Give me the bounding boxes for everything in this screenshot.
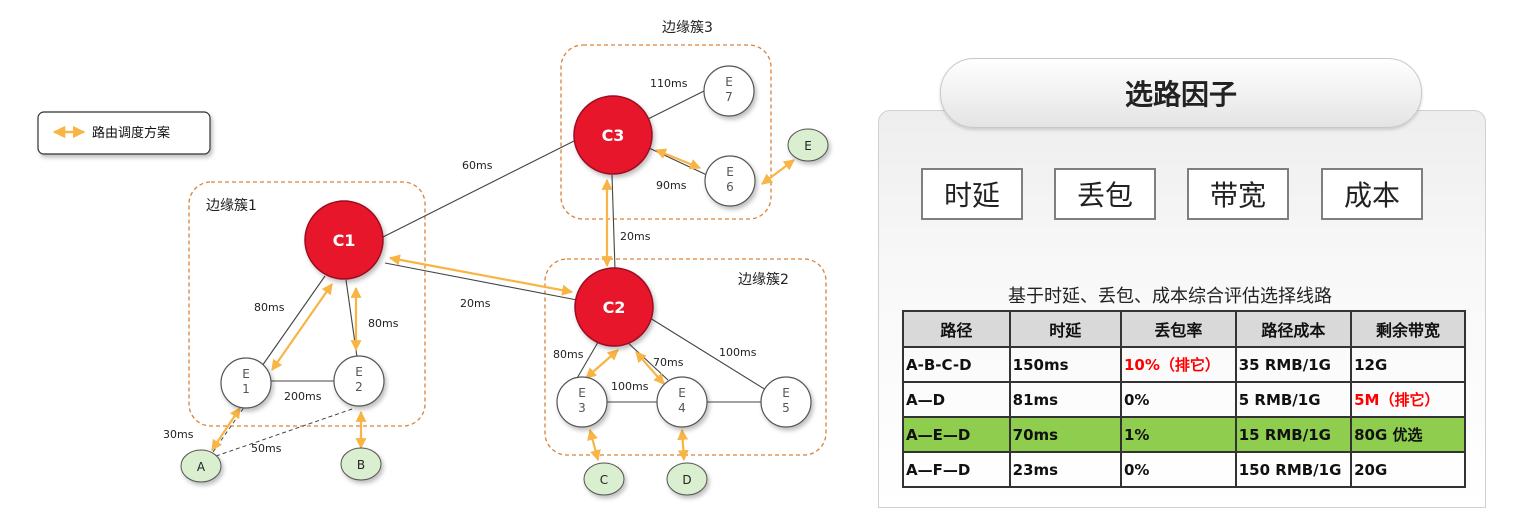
edge-label-c2-e3: 80ms bbox=[553, 348, 584, 361]
svg-text:E: E bbox=[242, 367, 250, 381]
svg-text:C2: C2 bbox=[603, 298, 626, 317]
cell-path: A—F—D bbox=[902, 451, 1011, 488]
route-table: 路径 时延 丢包率 路径成本 剩余带宽 A-B-C-D 150ms 10%（排它… bbox=[902, 310, 1466, 488]
cell-path: A—E—D bbox=[902, 416, 1011, 453]
edge-node-e3[interactable]: E 3 bbox=[556, 376, 608, 428]
factor-latency: 时延 bbox=[921, 168, 1023, 220]
edge-node-e5[interactable]: E 5 bbox=[760, 376, 812, 428]
cell-loss: 10%（排它） bbox=[1119, 346, 1237, 383]
cell-latency: 81ms bbox=[1008, 381, 1122, 418]
cluster-2-label: 边缘簇2 bbox=[738, 272, 789, 288]
svg-text:E: E bbox=[782, 386, 790, 400]
col-header-loss: 丢包率 bbox=[1119, 310, 1237, 348]
route-arrows bbox=[211, 148, 795, 462]
core-node-c1[interactable]: C1 bbox=[304, 200, 384, 280]
svg-text:6: 6 bbox=[726, 180, 734, 194]
table-row: A—D 81ms 0% 5 RMB/1G 5M（排它） bbox=[902, 381, 1466, 418]
edge-label-c3-c2: 20ms bbox=[620, 230, 651, 243]
cluster-1-label: 边缘簇1 bbox=[206, 198, 257, 214]
edge-node-e7[interactable]: E 7 bbox=[703, 65, 755, 117]
svg-text:E: E bbox=[578, 386, 586, 400]
edge-label-c1-c2: 20ms bbox=[460, 297, 491, 310]
svg-text:C1: C1 bbox=[333, 231, 356, 250]
client-node-a[interactable]: A bbox=[180, 449, 222, 483]
legend-box: 路由调度方案 bbox=[37, 111, 211, 155]
cell-bandwidth: 20G bbox=[1350, 451, 1466, 488]
edge-label-c1-e1: 80ms bbox=[254, 301, 285, 314]
cell-loss: 0% bbox=[1119, 381, 1237, 418]
client-node-d[interactable]: D bbox=[666, 462, 708, 496]
table-row: A—F—D 23ms 0% 150 RMB/1G 20G bbox=[902, 451, 1466, 488]
svg-text:E: E bbox=[678, 386, 686, 400]
edge-node-e4[interactable]: E 4 bbox=[656, 376, 708, 428]
edge-label-c3-e6: 90ms bbox=[656, 179, 687, 192]
svg-text:C: C bbox=[600, 473, 608, 487]
network-diagram: 路由调度方案 边缘簇1 边缘簇2 边缘簇3 bbox=[37, 20, 829, 496]
edge-label-e1-e2: 200ms bbox=[284, 390, 322, 403]
col-header-cost: 路径成本 bbox=[1234, 310, 1353, 348]
core-node-c3[interactable]: C3 bbox=[573, 95, 653, 175]
table-row: A-B-C-D 150ms 10%（排它） 35 RMB/1G 12G bbox=[902, 346, 1466, 383]
client-links bbox=[212, 405, 356, 457]
cell-latency: 70ms bbox=[1008, 416, 1122, 453]
svg-text:C3: C3 bbox=[602, 126, 625, 145]
svg-text:2: 2 bbox=[355, 380, 363, 394]
svg-text:E: E bbox=[804, 139, 812, 153]
svg-text:D: D bbox=[682, 473, 691, 487]
svg-text:A: A bbox=[197, 460, 206, 474]
cluster-3-boundary bbox=[560, 44, 772, 220]
table-row-selected: A—E—D 70ms 1% 15 RMB/1G 80G 优选 bbox=[902, 416, 1466, 453]
edge-node-e2[interactable]: E 2 bbox=[333, 355, 385, 407]
edge-label-c1-e2: 80ms bbox=[368, 317, 399, 330]
svg-text:1: 1 bbox=[242, 382, 250, 396]
factor-packet-loss: 丢包 bbox=[1054, 168, 1156, 220]
col-header-latency: 时延 bbox=[1008, 310, 1122, 348]
edge-label-c1-c3: 60ms bbox=[462, 159, 493, 172]
factor-bandwidth: 带宽 bbox=[1187, 168, 1289, 220]
factor-cost: 成本 bbox=[1321, 168, 1423, 220]
cell-path: A—D bbox=[902, 381, 1011, 418]
panel-title: 选路因子 bbox=[940, 58, 1422, 128]
cell-latency: 23ms bbox=[1008, 451, 1122, 488]
cell-bandwidth: 80G 优选 bbox=[1350, 416, 1466, 453]
svg-text:7: 7 bbox=[725, 90, 733, 104]
cell-cost: 150 RMB/1G bbox=[1234, 451, 1353, 488]
svg-text:E: E bbox=[355, 365, 363, 379]
edge-label-c3-e7: 110ms bbox=[650, 77, 688, 90]
cell-loss: 1% bbox=[1119, 416, 1237, 453]
cell-cost: 35 RMB/1G bbox=[1234, 346, 1353, 383]
cell-bandwidth: 5M（排它） bbox=[1350, 381, 1466, 418]
edge-label-c2-e5: 100ms bbox=[719, 346, 757, 359]
edge-label-c2-e4: 70ms bbox=[653, 356, 684, 369]
col-header-bandwidth: 剩余带宽 bbox=[1350, 310, 1466, 348]
client-node-b[interactable]: B bbox=[340, 447, 382, 481]
table-header-row: 路径 时延 丢包率 路径成本 剩余带宽 bbox=[902, 310, 1466, 348]
cell-bandwidth: 12G bbox=[1350, 346, 1466, 383]
client-node-c[interactable]: C bbox=[583, 462, 625, 496]
svg-text:E: E bbox=[725, 75, 733, 89]
panel-subtitle: 基于时延、丢包、成本综合评估选择线路 bbox=[1008, 286, 1332, 307]
svg-text:5: 5 bbox=[782, 401, 790, 415]
legend-label: 路由调度方案 bbox=[92, 125, 170, 141]
cell-loss: 0% bbox=[1119, 451, 1237, 488]
col-header-path: 路径 bbox=[902, 310, 1011, 348]
client-node-e[interactable]: E bbox=[787, 128, 829, 162]
cell-cost: 5 RMB/1G bbox=[1234, 381, 1353, 418]
edge-label-a-e2: 50ms bbox=[251, 442, 282, 455]
core-node-c2[interactable]: C2 bbox=[574, 267, 654, 347]
cell-cost: 15 RMB/1G bbox=[1234, 416, 1353, 453]
svg-text:4: 4 bbox=[678, 401, 686, 415]
cell-latency: 150ms bbox=[1008, 346, 1122, 383]
cell-path: A-B-C-D bbox=[902, 346, 1011, 383]
edge-node-e6[interactable]: E 6 bbox=[704, 155, 756, 207]
svg-text:E: E bbox=[726, 165, 734, 179]
edge-node-e1[interactable]: E 1 bbox=[220, 357, 272, 409]
svg-text:B: B bbox=[357, 458, 365, 472]
cluster-3-label: 边缘簇3 bbox=[662, 20, 713, 36]
edge-label-e3-e4: 100ms bbox=[611, 380, 649, 393]
svg-text:3: 3 bbox=[578, 401, 586, 415]
cluster-1-boundary bbox=[188, 181, 426, 427]
edge-label-a-e1: 30ms bbox=[163, 428, 194, 441]
